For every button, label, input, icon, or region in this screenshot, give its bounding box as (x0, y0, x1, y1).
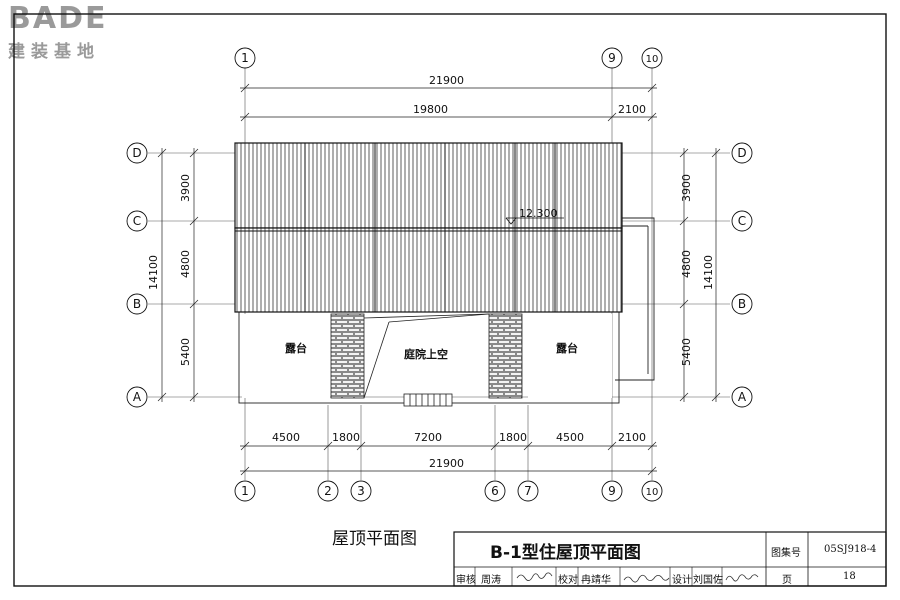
terrace-right (528, 314, 612, 398)
courtyard-label: 庭院上空 (404, 347, 448, 361)
axis-top-1: 1 (241, 51, 249, 65)
atlas-number: 05SJ918-4 (824, 544, 877, 555)
roof-panel-joints (235, 143, 622, 312)
axis-bottom-2: 2 (324, 484, 332, 498)
upper-roof (234, 142, 623, 229)
axis-left-A: A (133, 390, 142, 404)
sheet-border (13, 13, 887, 587)
bottom-dimension-lines (240, 441, 657, 476)
title-block-frame (453, 531, 887, 587)
axis-right-A: A (738, 390, 747, 404)
axis-bottom-7: 7 (524, 484, 532, 498)
dim-right-1: 3900 (680, 174, 693, 202)
page-number: 18 (843, 571, 856, 582)
title-block-title: B-1型住屋顶平面图 (490, 543, 641, 563)
review-label: 审核 (456, 575, 476, 586)
dim-bottom-6: 2100 (618, 431, 646, 444)
signatures (516, 572, 759, 583)
dim-top-side: 2100 (618, 103, 646, 116)
dim-bottom-3: 7200 (414, 431, 442, 444)
axis-bottom-10: 10 (646, 487, 659, 498)
axis-top-9: 9 (608, 51, 616, 65)
dim-right-total: 14100 (702, 255, 715, 290)
logo-mark: BADE (8, 1, 108, 36)
design-label: 设计 (672, 575, 692, 586)
axis-bubbles (126, 47, 753, 502)
axis-bottom-1: 1 (241, 484, 249, 498)
dim-right-3: 5400 (680, 338, 693, 366)
check-label: 校对 (558, 575, 578, 586)
axis-bottom-6: 6 (491, 484, 499, 498)
top-dimension-lines (240, 83, 657, 122)
axis-bottom-9: 9 (608, 484, 616, 498)
axis-right-C: C (738, 214, 746, 228)
dim-bottom-2: 1800 (332, 431, 360, 444)
dim-bottom-5: 4500 (556, 431, 584, 444)
axis-bubble-labels: 1 9 10 1 2 3 6 7 9 10 D C B A D C B A (132, 51, 747, 498)
brick-wall-right (488, 313, 523, 399)
dim-right-2: 4800 (680, 250, 693, 278)
axis-left-B: B (133, 297, 141, 311)
dim-bottom-4: 1800 (499, 431, 527, 444)
axis-bottom-3: 3 (357, 484, 365, 498)
dim-left-1: 3900 (179, 174, 192, 202)
elevation-marker (505, 217, 564, 225)
dim-top-total: 21900 (429, 74, 464, 87)
axis-right-D: D (737, 146, 746, 160)
brick-wall-left (330, 313, 365, 399)
axis-right-B: B (738, 297, 746, 311)
axis-left-C: C (133, 214, 141, 228)
review-name: 周涛 (481, 575, 501, 586)
entrance-grille (403, 393, 453, 407)
dim-left-3: 5400 (179, 338, 192, 366)
terrace-right-label: 露台 (556, 341, 578, 355)
courtyard-outline (363, 313, 490, 399)
axis-top-10: 10 (646, 54, 659, 65)
dim-bottom-1: 4500 (272, 431, 300, 444)
bade-logo: BADE 建装基地 (8, 1, 108, 63)
dim-bottom-total: 21900 (429, 457, 464, 470)
right-dimension-lines (679, 148, 721, 402)
drawing-caption: 屋顶平面图 (332, 529, 417, 549)
check-name: 冉靖华 (581, 575, 611, 586)
design-name: 刘国佐 (693, 575, 723, 586)
terrace-left (242, 314, 330, 398)
page-label: 页 (782, 575, 792, 586)
logo-subtitle: 建装基地 (8, 42, 100, 62)
left-dimension-lines (157, 148, 199, 402)
dim-left-2: 4800 (179, 250, 192, 278)
terrace-left-label: 露台 (285, 341, 307, 355)
dim-left-total: 14100 (147, 255, 160, 290)
dim-top-main: 19800 (413, 103, 448, 116)
axis-left-D: D (132, 146, 141, 160)
elevation-label: 12.300 (519, 207, 558, 220)
atlas-number-label: 图集号 (771, 548, 801, 559)
lower-roof (234, 227, 623, 313)
